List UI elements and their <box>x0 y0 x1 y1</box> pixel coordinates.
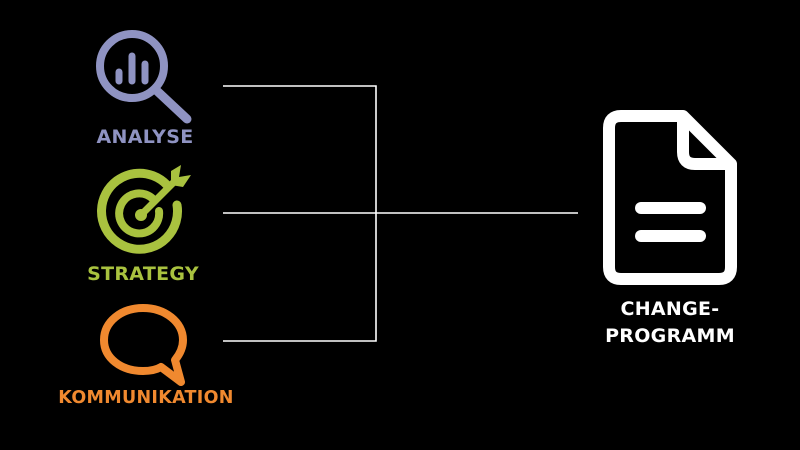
connector-kommunikation <box>223 212 377 342</box>
target-arrow-icon <box>97 165 191 254</box>
strategy-node <box>95 163 205 258</box>
change-programm-label-line1: CHANGE- <box>620 298 720 320</box>
analyse-label: ANALYSE <box>96 126 194 148</box>
document-icon <box>603 110 737 285</box>
change-programm-label: CHANGE- PROGRAMM <box>580 296 760 350</box>
magnifier-bar-chart-icon <box>96 30 192 124</box>
change-programm-label-line2: PROGRAMM <box>605 325 735 347</box>
kommunikation-node <box>95 300 195 388</box>
kommunikation-label: KOMMUNIKATION <box>58 388 234 408</box>
strategy-label: STRATEGY <box>87 263 199 285</box>
change-programm-node <box>603 110 739 285</box>
analyse-node <box>95 26 200 126</box>
connector-analyse <box>223 85 377 212</box>
speech-bubble-icon <box>100 304 187 386</box>
